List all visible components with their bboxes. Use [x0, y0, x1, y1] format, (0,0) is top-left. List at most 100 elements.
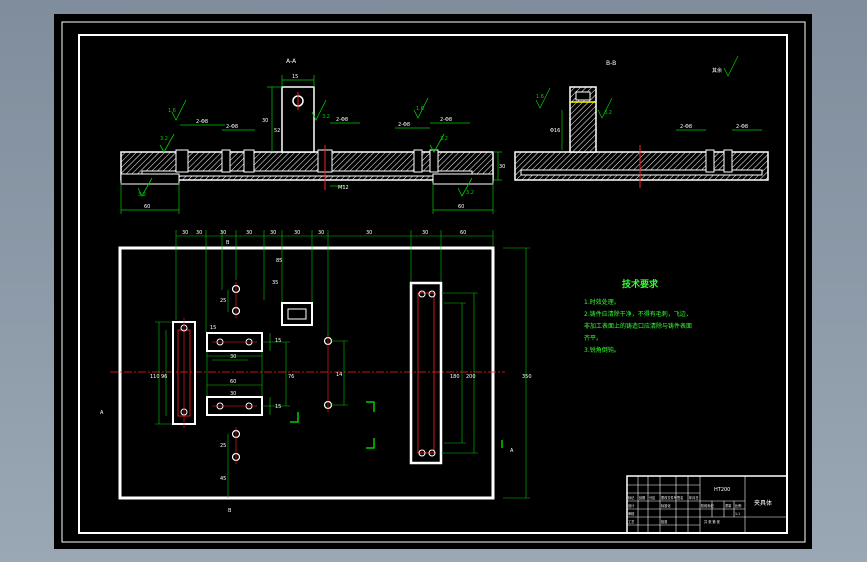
aa-hole-3	[243, 149, 255, 173]
plan-right-slot-inner	[417, 292, 435, 454]
title-block-label-process: 工艺	[628, 519, 634, 524]
sheet-trim-border	[61, 21, 806, 543]
plan-dim-110: 110	[150, 374, 160, 380]
title-block-label-stage: 阶段标记	[701, 503, 715, 508]
plan-dim-top-8: 30	[366, 230, 372, 236]
aa-dim-2phi8-d: 2-Φ8	[398, 122, 410, 128]
title-block-label-scale: 比例	[735, 503, 741, 508]
plan-right-hole-3	[418, 449, 426, 457]
plan-dim-15-c: 15	[275, 404, 281, 410]
aa-roughness-1.6-b: 1.6	[416, 106, 424, 112]
section-marker-b-top: B	[226, 240, 230, 246]
plan-right-slot	[409, 281, 443, 465]
title-block-part-name: 夹具体	[754, 499, 772, 507]
tech-req-line-5: 3.锐角倒钝。	[584, 346, 620, 354]
aa-dim-52: 52	[274, 128, 280, 134]
title-block-label-review: 审核	[628, 511, 635, 516]
aa-hole-5	[413, 149, 423, 173]
aa-dim-2phi8-e: 2-Φ8	[440, 117, 452, 123]
plan-dim-top-1: 30	[182, 230, 188, 236]
title-block: HT200 夹具体 标记 处数 分区 更改文件号 签名 年月日 设计 标准化 阶…	[626, 475, 788, 534]
title-block-grid	[627, 476, 787, 533]
bb-hole-1	[705, 149, 715, 173]
plan-dim-14: 14	[336, 372, 342, 378]
aa-roughness-1.6-a: 1.6	[168, 108, 176, 114]
bb-roughness-general: 其余	[712, 67, 722, 74]
title-block-label-design: 设计	[628, 503, 635, 508]
aa-dim-m12: M12	[338, 185, 349, 191]
title-block-scale: 1:1	[735, 512, 740, 516]
bb-rib-slot	[575, 91, 591, 101]
section-marker-a-right: A	[510, 448, 514, 454]
tech-req-line-4: 齐平。	[584, 334, 602, 342]
title-block-label-zone: 分区	[649, 495, 656, 500]
plan-right-hole-2	[428, 290, 436, 298]
plan-dim-top-7: 30	[318, 230, 324, 236]
plan-top-dimension-chain	[155, 230, 530, 499]
plan-right-hole-1	[418, 290, 426, 298]
technical-requirements: 技术要求 1.时效处理。 2.铸件应清除干净，不得有毛刺，飞边， 非加工表面上的…	[584, 278, 692, 354]
title-block-label-mark: 标记	[628, 495, 635, 500]
plan-dim-15-a: 15	[210, 325, 216, 331]
bb-hole-2	[723, 149, 733, 173]
aa-roughness-symbols	[137, 97, 473, 197]
aa-dim-30-right: 30	[499, 164, 505, 170]
plan-dim-76: 76	[288, 374, 294, 380]
section-bb-label: B-B	[606, 60, 616, 67]
plan-dim-top-6: 30	[294, 230, 300, 236]
plan-dim-30-a: 30	[230, 354, 236, 360]
aa-roughness-3.2-d: 3.2	[138, 192, 146, 198]
plan-dim-35: 35	[272, 280, 278, 286]
plan-section-markers	[290, 401, 503, 449]
plan-dim-350: 350	[522, 374, 532, 380]
title-block-sheet: 共 张 第 张	[704, 519, 721, 524]
tech-req-title: 技术要求	[622, 278, 659, 290]
aa-hole-1	[175, 149, 189, 173]
aa-dim-15: 15	[292, 74, 298, 80]
plan-vertical-centerlines	[183, 282, 329, 464]
aa-dim-60-right: 60	[458, 204, 464, 210]
section-marker-a-left: A	[100, 410, 104, 416]
plan-dim-180: 180	[450, 374, 460, 380]
aa-dim-60-left: 60	[144, 204, 150, 210]
aa-dim-2phi8-c: 2-Φ8	[336, 117, 348, 123]
plan-dim-85: 85	[276, 258, 282, 264]
plan-plate-outline	[118, 246, 495, 500]
aa-roughness-3.2-b: 3.2	[160, 136, 168, 142]
title-block-label-change: 更改文件号	[661, 495, 677, 500]
section-aa-label: A-A	[286, 58, 297, 65]
title-block-label-weight: 重量	[725, 503, 732, 508]
bb-roughness-1.6: 1.6	[536, 94, 544, 100]
plan-right-hole-4	[428, 449, 436, 457]
aa-hole-2	[221, 149, 231, 173]
plan-dim-top-9: 30	[422, 230, 428, 236]
plan-small-square-inner	[287, 308, 307, 320]
title-block-label-count: 处数	[639, 495, 646, 500]
plan-dim-200: 200	[466, 374, 476, 380]
title-block-label-sign: 签名	[677, 495, 683, 500]
aa-roughness-3.2-c: 3.2	[440, 136, 448, 142]
aa-dim-2phi8-b: 2-Φ8	[226, 124, 238, 130]
plan-dim-25-a: 25	[220, 298, 226, 304]
aa-right-step	[432, 173, 494, 185]
bb-dim-2phi8-a: 2-Φ8	[680, 124, 692, 130]
plan-dim-top-5: 30	[270, 230, 276, 236]
tech-req-line-1: 1.时效处理。	[584, 298, 620, 306]
plan-dim-top-4: 30	[246, 230, 252, 236]
plan-dim-45: 45	[220, 476, 226, 482]
plan-dim-top-3: 30	[220, 230, 226, 236]
aa-roughness-3.2-a: 3.2	[322, 114, 330, 120]
aa-roughness-3.2-e: 3.2	[466, 190, 474, 196]
aa-dim-2phi8-a: 2-Φ8	[196, 119, 208, 125]
bb-dim-phi16: Φ16	[550, 128, 560, 134]
title-block-frame	[626, 475, 788, 534]
plan-dim-top-10: 60	[460, 230, 466, 236]
aa-hole-6	[429, 149, 439, 173]
title-block-material: HT200	[714, 487, 730, 493]
plan-dim-15-b: 15	[275, 338, 281, 344]
plan-dim-96: 96	[161, 374, 167, 380]
plan-small-square	[281, 302, 313, 326]
aa-dimension-lines	[120, 75, 502, 214]
